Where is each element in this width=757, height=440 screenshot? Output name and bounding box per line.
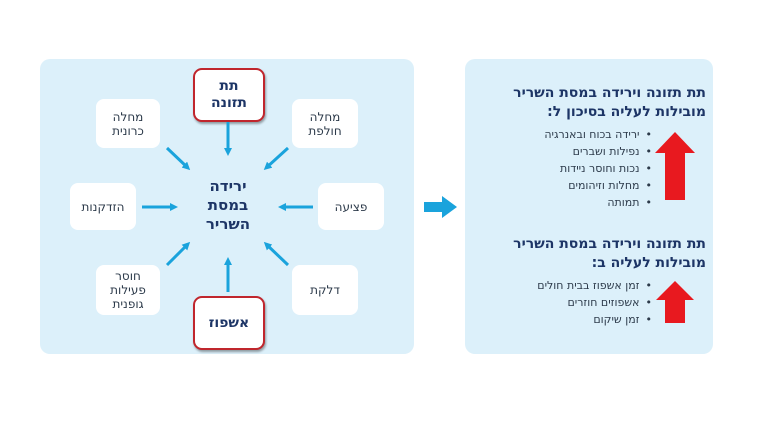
- list-item: אשפוזים חוזרים: [480, 294, 652, 311]
- chronic-illness-label: מחלה כרונית: [112, 109, 144, 138]
- acute-illness-box: מחלה חולפת: [292, 99, 358, 148]
- blue-right-arrow-icon: [424, 196, 457, 218]
- list-item: תמותה: [480, 194, 652, 211]
- inflammation-box: דלקת: [292, 265, 358, 315]
- malnutrition-label: תת תזונה: [211, 78, 247, 111]
- increases-list: זמן אשפוז בבית חולים אשפוזים חוזרים זמן …: [480, 277, 652, 328]
- increases-title: תת תזונה וירידה במסת השריר מובילות לעליה…: [513, 236, 706, 271]
- list-item: ירידה בכוח ובאנרגיה: [480, 126, 652, 143]
- risks-title: תת תזונה וירידה במסת השריר מובילות לעליה…: [513, 85, 706, 120]
- hospitalization-box: אשפוז: [193, 296, 265, 350]
- diagonal-arrow-icon: [165, 146, 191, 171]
- list-item: נפילות ושברים: [480, 143, 652, 160]
- aging-box: הזדקנות: [70, 183, 136, 230]
- center-label: ירידה במסת השריר: [205, 177, 251, 233]
- red-up-arrow-icon: [655, 132, 695, 200]
- acute-illness-label: מחלה חולפת: [308, 109, 342, 138]
- aging-label: הזדקנות: [81, 199, 125, 214]
- inflammation-label: דלקת: [310, 283, 340, 297]
- diagonal-arrow-icon: [263, 241, 290, 267]
- injury-label: פציעה: [334, 199, 368, 214]
- diagonal-arrow-icon: [263, 146, 290, 171]
- injury-box: פציעה: [318, 183, 384, 230]
- list-item: מחלות וזיהומים: [480, 177, 652, 194]
- red-up-arrow-icon: [656, 281, 694, 323]
- inactivity-box: חוסר פעילות גופנית: [96, 265, 160, 315]
- list-item: זמן שיקום: [480, 311, 652, 328]
- diagonal-arrow-icon: [165, 241, 191, 267]
- list-item: נכות וחוסר ניידות: [480, 160, 652, 177]
- hospitalization-label: אשפוז: [208, 314, 250, 331]
- risks-list: ירידה בכוח ובאנרגיה נפילות ושברים נכות ו…: [480, 126, 652, 211]
- list-item: זמן אשפוז בבית חולים: [480, 277, 652, 294]
- chronic-illness-box: מחלה כרונית: [96, 99, 160, 148]
- inactivity-label: חוסר פעילות גופנית: [110, 269, 146, 311]
- malnutrition-box: תת תזונה: [193, 68, 265, 122]
